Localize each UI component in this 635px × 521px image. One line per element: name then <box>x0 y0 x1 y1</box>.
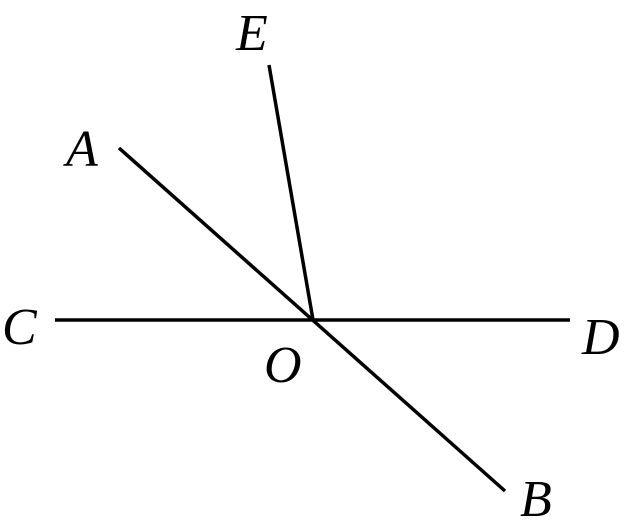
label-b: B <box>520 471 552 521</box>
ray-oe <box>267 64 315 321</box>
label-c: C <box>2 299 38 356</box>
label-o: O <box>264 337 302 394</box>
label-e: E <box>235 5 268 62</box>
label-a: A <box>63 121 98 178</box>
label-d: D <box>581 309 620 366</box>
